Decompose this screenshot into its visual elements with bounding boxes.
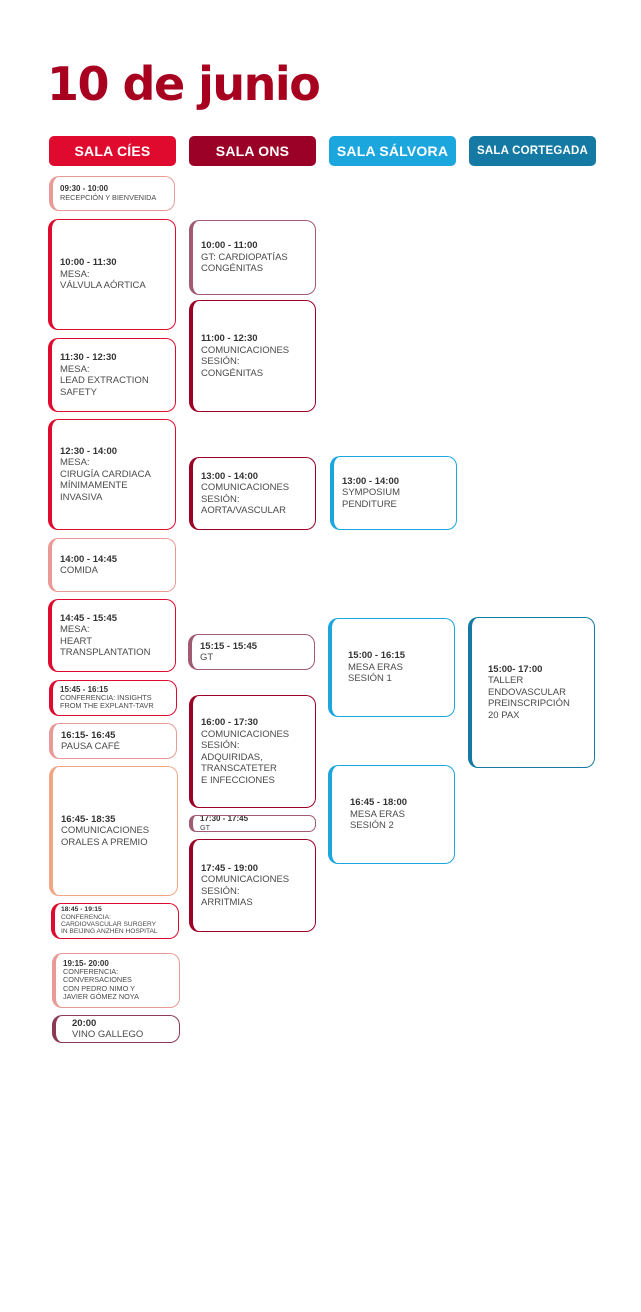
session-title: VINO GALLEGO xyxy=(72,1029,144,1040)
session-title: CONFERENCIA: CONVERSACIONES CON PEDRO NI… xyxy=(63,967,139,1001)
session-card[interactable]: 10:00 - 11:00 GT: CARDIOPATÍAS CONGÉNITA… xyxy=(189,220,316,295)
session-title: MESA: VÁLVULA AÓRTICA xyxy=(60,268,146,292)
session-card[interactable]: 13:00 - 14:00 SYMPOSIUM PENDITURE xyxy=(330,456,457,530)
session-card[interactable]: 16:15- 16:45 PAUSA CAFÉ xyxy=(49,723,177,759)
session-card[interactable]: 15:00 - 16:15 MESA ERAS SESIÓN 1 xyxy=(328,618,455,717)
session-title: CONFERENCIA: CARDIOVASCULAR SURGERY IN B… xyxy=(61,913,158,936)
session-card[interactable]: 17:30 - 17:45 GT xyxy=(189,815,316,832)
session-card[interactable]: 14:45 - 15:45 MESA: HEART TRANSPLANTATIO… xyxy=(48,599,176,672)
session-card[interactable]: 13:00 - 14:00 COMUNICACIONES SESIÓN: AOR… xyxy=(189,457,316,530)
session-time: 16:45- 18:35 xyxy=(61,813,116,825)
session-card[interactable]: 19:15- 20:00 CONFERENCIA: CONVERSACIONES… xyxy=(52,953,180,1008)
session-card[interactable]: 10:00 - 11:30 MESA: VÁLVULA AÓRTICA xyxy=(48,219,176,330)
session-title: GT: CARDIOPATÍAS CONGÉNITAS xyxy=(201,251,288,275)
session-card[interactable]: 15:00- 17:00 TALLER ENDOVASCULAR PREINSC… xyxy=(468,617,595,768)
session-card[interactable]: 18:45 - 19:15 CONFERENCIA: CARDIOVASCULA… xyxy=(51,903,179,939)
session-title: COMUNICACIONES ORALES A PREMIO xyxy=(61,825,150,848)
session-card[interactable]: 16:00 - 17:30 COMUNICACIONES SESIÓN: ADQ… xyxy=(189,695,316,808)
session-title: GT xyxy=(200,652,214,663)
session-title: COMUNICACIONES SESIÓN: CONGÉNITAS xyxy=(201,344,290,379)
session-card[interactable]: 16:45- 18:35 COMUNICACIONES ORALES A PRE… xyxy=(49,766,178,896)
session-card[interactable]: 15:15 - 15:45 GT xyxy=(188,634,315,670)
session-time: 15:45 - 16:15 xyxy=(60,684,109,694)
session-time: 14:00 - 14:45 xyxy=(60,553,118,565)
session-time: 16:15- 16:45 xyxy=(61,729,116,741)
session-title: COMUNICACIONES SESIÓN: AORTA/VASCULAR xyxy=(201,482,290,516)
session-time: 14:45 - 15:45 xyxy=(60,612,118,624)
session-title: RECEPCIÓN Y BIENVENIDA xyxy=(60,192,157,202)
session-title: MESA: HEART TRANSPLANTATION xyxy=(60,624,151,658)
session-time: 15:00- 17:00 xyxy=(488,663,543,675)
session-time: 15:00 - 16:15 xyxy=(348,650,406,662)
session-title: SYMPOSIUM PENDITURE xyxy=(342,487,401,510)
session-time: 11:30 - 12:30 xyxy=(60,352,117,363)
session-title: COMIDA xyxy=(60,565,98,576)
session-time: 17:30 - 17:45 xyxy=(200,815,249,824)
session-title: PAUSA CAFÉ xyxy=(61,741,120,752)
hall-header-cies: SALA CÍES xyxy=(49,136,176,166)
session-time: 18:45 - 19:15 xyxy=(61,906,102,914)
session-time: 15:15 - 15:45 xyxy=(200,640,258,652)
hall-header-salvora: SALA SÁLVORA xyxy=(329,136,456,166)
session-card[interactable]: 11:00 - 12:30 COMUNICACIONES SESIÓN: CON… xyxy=(189,300,316,412)
session-time: 17:45 - 19:00 xyxy=(201,862,259,874)
session-title: MESA ERAS SESIÓN 2 xyxy=(350,808,405,832)
session-title: MESA: LEAD EXTRACTION SAFETY xyxy=(60,363,149,398)
session-title: MESA: CIRUGÍA CARDIACA MÍNIMAMENTE INVAS… xyxy=(60,457,151,503)
session-card[interactable]: 20:00 VINO GALLEGO xyxy=(52,1015,180,1043)
session-card[interactable]: 14:00 - 14:45 COMIDA xyxy=(48,538,176,592)
session-card[interactable]: 11:30 - 12:30 MESA: LEAD EXTRACTION SAFE… xyxy=(48,338,176,412)
session-card[interactable]: 09:30 - 10:00 RECEPCIÓN Y BIENVENIDA xyxy=(49,176,175,211)
page-title: 10 de junio xyxy=(47,57,321,111)
session-card[interactable]: 15:45 - 16:15 CONFERENCIA: INSIGHTS FROM… xyxy=(49,680,177,716)
session-time: 09:30 - 10:00 xyxy=(60,184,109,194)
session-title: COMUNICACIONES SESIÓN: ADQUIRIDAS, TRANS… xyxy=(201,728,290,786)
session-time: 12:30 - 14:00 xyxy=(60,445,118,457)
session-time: 16:45 - 18:00 xyxy=(350,797,408,809)
session-title: GT xyxy=(200,822,211,832)
session-time: 10:00 - 11:00 xyxy=(201,240,258,252)
session-title: MESA ERAS SESIÓN 1 xyxy=(348,661,403,685)
session-time: 19:15- 20:00 xyxy=(63,958,109,968)
hall-header-ons: SALA ONS xyxy=(189,136,316,166)
session-title: CONFERENCIA: INSIGHTS FROM THE EXPLANT-T… xyxy=(60,692,154,711)
session-time: 13:00 - 14:00 xyxy=(201,470,259,482)
session-time: 13:00 - 14:00 xyxy=(342,475,400,487)
session-card[interactable]: 17:45 - 19:00 COMUNICACIONES SESIÓN: ARR… xyxy=(189,839,316,932)
session-time: 20:00 xyxy=(72,1017,97,1029)
session-time: 10:00 - 11:30 xyxy=(60,257,117,269)
session-title: TALLER ENDOVASCULAR PREINSCRIPCIÓN 20 PA… xyxy=(488,675,570,721)
session-title: COMUNICACIONES SESIÓN: ARRITMIAS xyxy=(201,874,290,908)
hall-header-cortegada: SALA CORTEGADA xyxy=(469,136,596,166)
session-time: 16:00 - 17:30 xyxy=(201,717,259,728)
session-time: 11:00 - 12:30 xyxy=(201,333,258,344)
session-card[interactable]: 12:30 - 14:00 MESA: CIRUGÍA CARDIACA MÍN… xyxy=(48,419,176,530)
session-card[interactable]: 16:45 - 18:00 MESA ERAS SESIÓN 2 xyxy=(328,765,455,864)
